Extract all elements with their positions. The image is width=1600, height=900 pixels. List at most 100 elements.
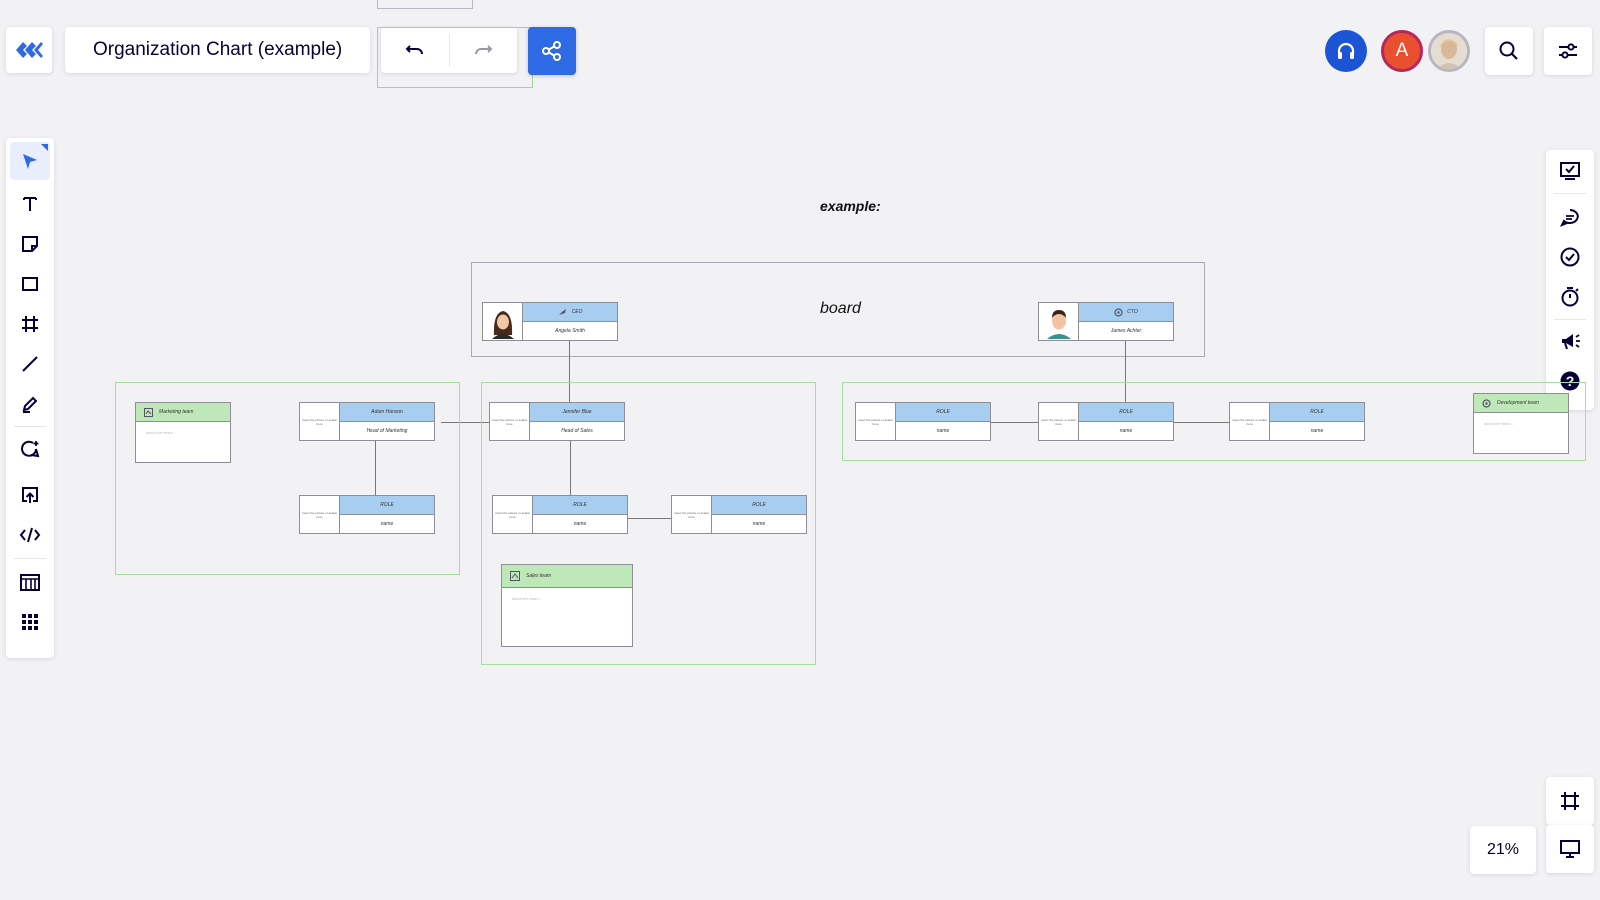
- marketing-team-note: about the team...: [146, 430, 177, 435]
- selection-frame-top: [377, 0, 473, 9]
- development-team-title: Development team: [1497, 400, 1539, 406]
- timer-button[interactable]: [1550, 278, 1590, 316]
- redo-icon: [475, 45, 493, 55]
- connector-line: [1174, 422, 1229, 423]
- collaborator-avatar[interactable]: [1428, 30, 1470, 72]
- upload-icon: [22, 487, 38, 503]
- frame-icon: [22, 316, 38, 332]
- sales-team-header: Sales team: [502, 565, 632, 588]
- user-avatar[interactable]: A: [1381, 30, 1423, 72]
- settings-button[interactable]: [1544, 27, 1592, 75]
- announce-icon: [1562, 334, 1580, 350]
- sales-head-role: Jennifer Blue: [530, 403, 624, 422]
- activity-icon: [1560, 162, 1580, 180]
- tool-apps[interactable]: [10, 603, 50, 641]
- tool-text[interactable]: [10, 185, 50, 223]
- zoom-level[interactable]: 21%: [1470, 826, 1536, 874]
- development-frame[interactable]: [842, 382, 1586, 461]
- dev-member2-name: name: [1119, 428, 1133, 434]
- sales-member1-role: ROLE: [533, 496, 627, 515]
- present-button[interactable]: [1546, 825, 1594, 873]
- select-icon: [23, 154, 37, 169]
- dev-member1-role: ROLE: [896, 403, 990, 422]
- tool-frame[interactable]: [10, 305, 50, 343]
- sticky-note-icon: [22, 236, 38, 252]
- dev-member2-photo: insert the picture or avatar here: [1039, 403, 1079, 440]
- tool-templates[interactable]: [10, 563, 50, 601]
- connector-line: [1125, 341, 1126, 402]
- tool-comment[interactable]: [10, 430, 50, 468]
- dev-member3-name: name: [1310, 428, 1324, 434]
- sales-head-card[interactable]: insert the picture or avatar here Jennif…: [489, 402, 625, 441]
- board-frame[interactable]: board: [471, 262, 1205, 357]
- gear-icon: [1482, 398, 1491, 408]
- user-initial: A: [1395, 40, 1409, 61]
- cto-name: James Achter: [1110, 328, 1142, 334]
- dev-member-card[interactable]: insert the picture or avatar here ROLE n…: [855, 402, 991, 441]
- sales-member-card[interactable]: insert the picture or avatar here ROLE n…: [492, 495, 628, 534]
- timer-icon: [1561, 287, 1579, 307]
- sales-team-card[interactable]: Sales team about the team...: [501, 564, 633, 647]
- development-team-card[interactable]: Development team about the team...: [1473, 393, 1569, 454]
- cto-card[interactable]: CTO James Achter: [1038, 302, 1174, 341]
- dev-member1-name: name: [936, 428, 950, 434]
- undo-button[interactable]: [381, 27, 449, 73]
- shape-icon: [22, 277, 38, 291]
- sales-member2-photo: insert the picture or avatar here: [672, 496, 712, 533]
- sales-head-name: Head of Sales: [561, 428, 593, 434]
- miro-logo[interactable]: [6, 27, 52, 73]
- marketing-member-photo: insert the picture or avatar here: [300, 496, 340, 533]
- help-button[interactable]: ?: [1550, 362, 1590, 400]
- board-title-text: Organization Chart (example): [93, 39, 343, 60]
- dev-member2-role: ROLE: [1079, 403, 1173, 422]
- sales-frame[interactable]: [481, 382, 816, 665]
- sales-team-title: Sales team: [526, 573, 552, 579]
- support-button[interactable]: [1325, 30, 1367, 72]
- share-button[interactable]: [528, 27, 576, 75]
- marketing-head-photo: insert the picture or avatar here: [300, 403, 340, 440]
- marketing-head-card[interactable]: insert the picture or avatar here Adam H…: [299, 402, 435, 441]
- help-icon: ?: [1560, 371, 1580, 391]
- tool-pen[interactable]: [10, 385, 50, 423]
- marketing-team-title: Marketing team: [159, 409, 194, 415]
- tool-embed[interactable]: [10, 516, 50, 554]
- frames-button[interactable]: [1546, 777, 1594, 825]
- ceo-card[interactable]: CEO Angela Smith: [482, 302, 618, 341]
- toolbar-divider: [1554, 193, 1586, 194]
- tasks-button[interactable]: [1550, 238, 1590, 276]
- tool-sticky-note[interactable]: [10, 225, 50, 263]
- dev-member3-photo: insert the picture or avatar here: [1230, 403, 1270, 440]
- dev-member1-photo: insert the picture or avatar here: [856, 403, 896, 440]
- marketing-head-name: Head of Marketing: [366, 428, 408, 434]
- team-icon: [510, 571, 520, 581]
- announce-button[interactable]: [1550, 322, 1590, 360]
- tool-select[interactable]: [10, 142, 50, 180]
- search-button[interactable]: [1485, 27, 1533, 75]
- presentation-icon: [1560, 840, 1580, 858]
- marketing-member-role: ROLE: [340, 496, 434, 515]
- sales-member-card[interactable]: insert the picture or avatar here ROLE n…: [671, 495, 807, 534]
- chat-icon: [1559, 209, 1579, 227]
- marketing-member-card[interactable]: insert the picture or avatar here ROLE n…: [299, 495, 435, 534]
- right-toolbar: ?: [1546, 150, 1594, 410]
- text-icon: [23, 197, 37, 211]
- dev-member-card[interactable]: insert the picture or avatar here ROLE n…: [1038, 402, 1174, 441]
- sales-member2-role: ROLE: [712, 496, 806, 515]
- marketing-frame[interactable]: [115, 382, 460, 575]
- dev-member-card[interactable]: insert the picture or avatar here ROLE n…: [1229, 402, 1365, 441]
- man-avatar-icon: [1041, 304, 1076, 339]
- apps-icon: [22, 614, 38, 630]
- toolbar-divider: [14, 426, 46, 427]
- tool-shape[interactable]: [10, 265, 50, 303]
- share-icon: [542, 41, 561, 61]
- board-title[interactable]: Organization Chart (example): [65, 27, 370, 73]
- activity-button[interactable]: [1550, 152, 1590, 190]
- connector-line: [627, 518, 671, 519]
- tool-upload[interactable]: [10, 476, 50, 514]
- pen-icon: [22, 396, 38, 413]
- redo-button[interactable]: [450, 27, 518, 73]
- tool-line[interactable]: [10, 345, 50, 383]
- marketing-team-card[interactable]: Marketing team about the team...: [135, 402, 231, 463]
- cto-role-header: CTO: [1079, 303, 1173, 322]
- chat-button[interactable]: [1550, 198, 1590, 236]
